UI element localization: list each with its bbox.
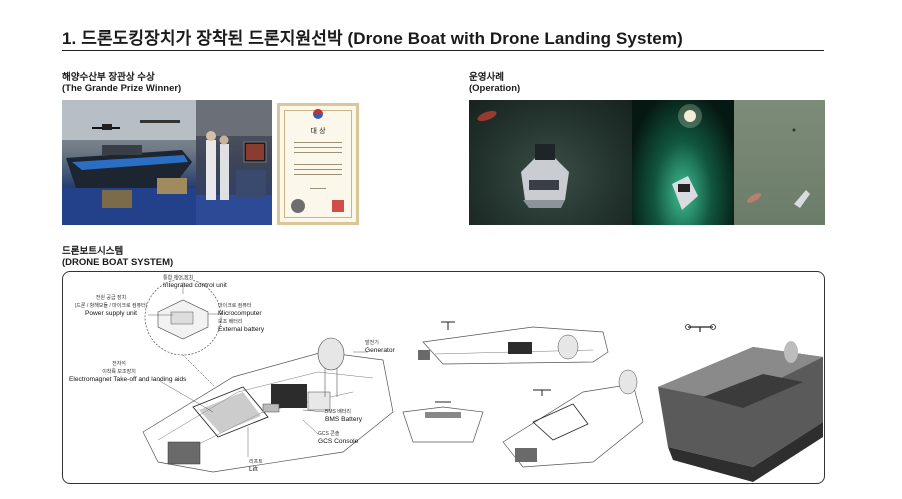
drone-boat-exhibition-photo xyxy=(62,100,196,225)
system-section-label: 드론보트시스템 (DRONE BOAT SYSTEM) xyxy=(62,246,173,268)
award-label-en: (The Grande Prize Winner) xyxy=(62,83,182,94)
operation-section-label: 운영사례 (Operation) xyxy=(469,72,520,94)
page-title: 1. 드론도킹장치가 장착된 드론지원선박 (Drone Boat with D… xyxy=(62,29,683,48)
operation-photo-boats xyxy=(734,100,825,225)
system-label-ko: 드론보트시스템 xyxy=(62,246,124,257)
exhibition-booth-photo xyxy=(196,100,272,225)
title-divider xyxy=(62,50,824,51)
operation-photo-night xyxy=(632,100,734,225)
callout-power-supply: 전원 공급 장치 (드론 / 항해모듈 / 마이크로 컴퓨터) Power su… xyxy=(74,295,148,317)
callout-gcs-console: GCS 콘솔 GCS Console xyxy=(318,431,359,445)
operation-label-ko: 운영사례 xyxy=(469,72,504,83)
certificate-seal-icon xyxy=(291,199,305,213)
certificate-title: 대 상 xyxy=(310,127,326,135)
award-section-label: 해양수산부 장관상 수상 (The Grande Prize Winner) xyxy=(62,72,181,94)
operation-photo-aerial xyxy=(469,100,632,225)
drone-boat-system-diagram: 통합 제어 장치 Integrated control unit 전원 공급 장… xyxy=(62,271,825,484)
award-certificate: 대 상 xyxy=(277,103,359,225)
system-label-en: (DRONE BOAT SYSTEM) xyxy=(62,257,174,268)
award-label-ko: 해양수산부 장관상 수상 xyxy=(62,72,155,83)
callout-bms-battery: BMS 배터리 BMS Battery xyxy=(325,409,363,423)
callout-integrated-control: 통합 제어 장치 Integrated control unit xyxy=(163,275,227,289)
operation-label-en: (Operation) xyxy=(469,83,521,94)
callout-electromagnet: 전자석 이착륙 보조장치 Electromagnet Take-off and … xyxy=(69,361,187,383)
callout-generator: 발전기 Generator xyxy=(365,340,395,354)
callout-lift: 리프트 Lift xyxy=(249,459,263,473)
callout-microcomputer: 마이크로 컴퓨터 Microcomputer 보조 배터리 External b… xyxy=(218,303,265,333)
award-photos xyxy=(62,100,272,225)
